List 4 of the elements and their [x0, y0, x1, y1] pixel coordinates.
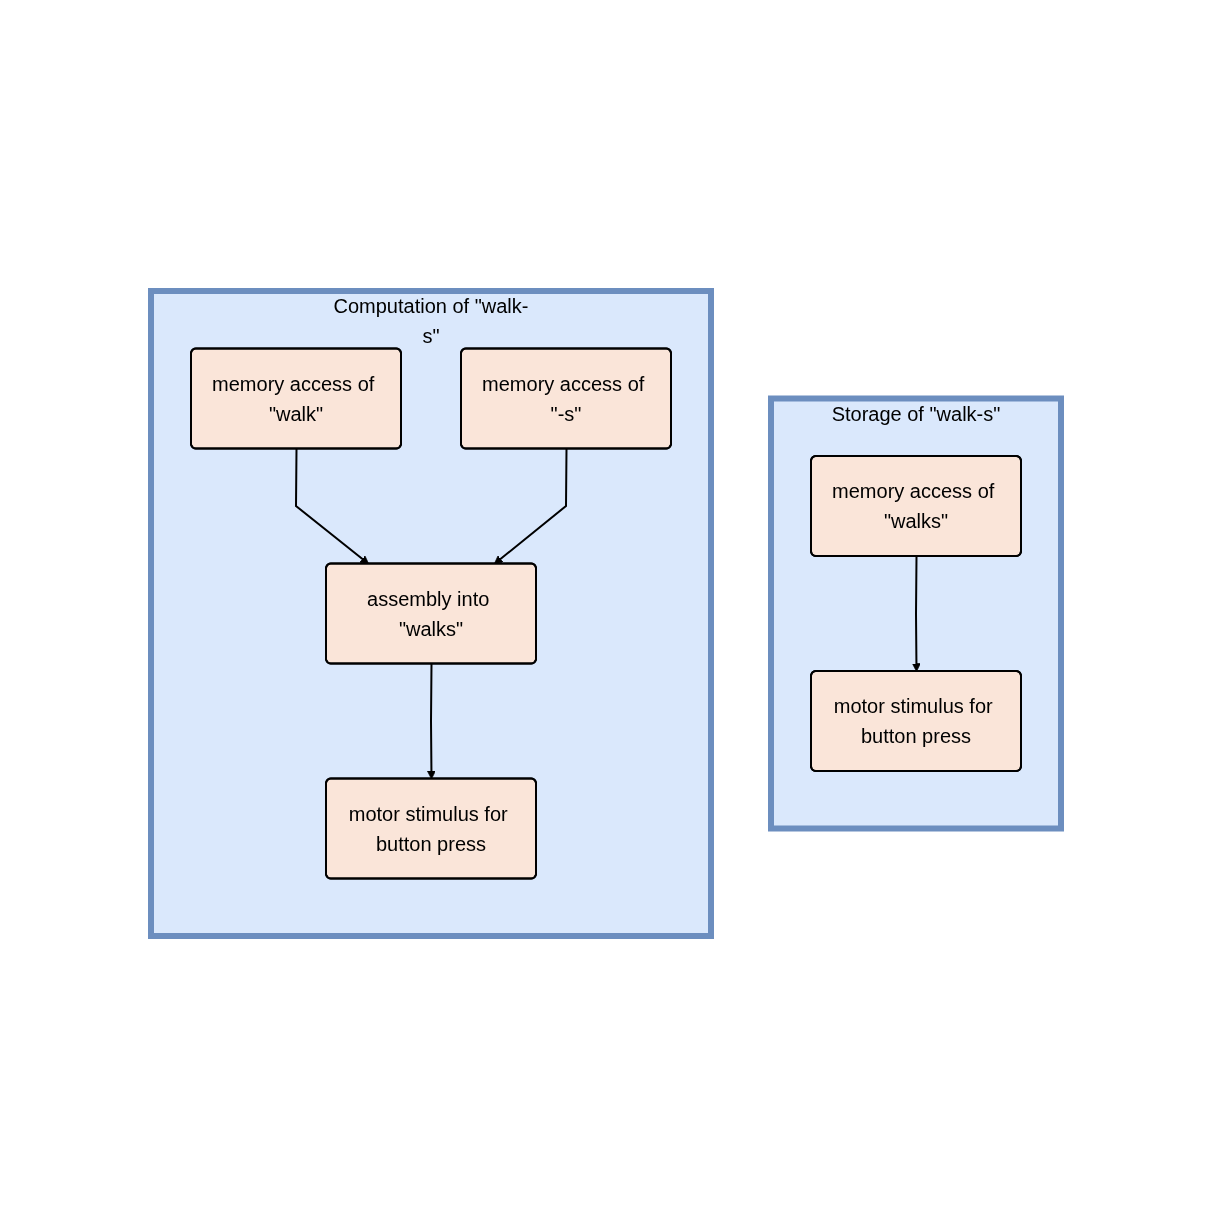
arrow: [493, 448, 567, 565]
arrow: [294, 448, 369, 565]
arrow: [911, 555, 921, 672]
arrow: [426, 663, 436, 780]
